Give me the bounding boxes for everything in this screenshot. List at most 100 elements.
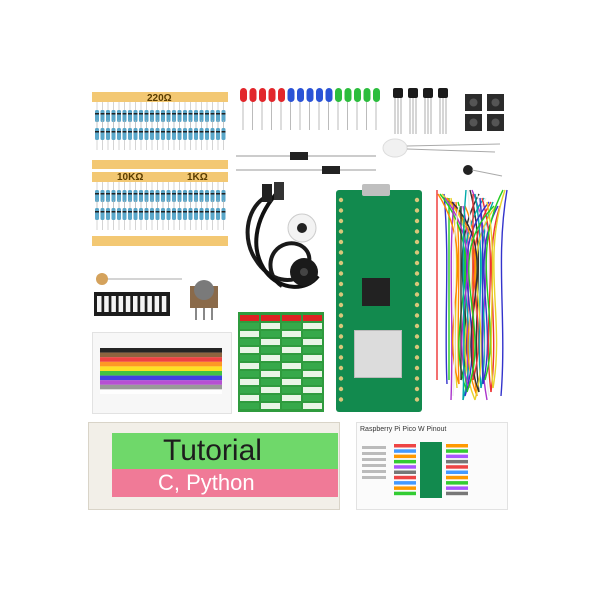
resistor-body: [111, 208, 116, 220]
pinout-tag-left: [394, 459, 416, 464]
legend-line: [362, 476, 386, 479]
resistor-band: [150, 113, 154, 115]
pico-pin: [338, 376, 344, 381]
pinout-cell: [240, 355, 259, 361]
resistor-band: [205, 193, 209, 195]
pinout-tag-right: [446, 491, 468, 496]
pinout-cell: [261, 395, 280, 401]
pinout-tag-left: [394, 486, 416, 490]
pico-pin: [414, 250, 420, 255]
resistor-body: [122, 128, 127, 140]
diodes: [236, 152, 376, 174]
resistor-band: [216, 113, 220, 115]
resistor-band: [95, 113, 99, 115]
pinout-cell: [240, 347, 259, 353]
led: [240, 88, 247, 102]
pico-pin: [338, 260, 344, 266]
resistor-band: [139, 211, 143, 213]
pinout-cell: [240, 339, 259, 345]
pinout-cell: [282, 347, 301, 353]
pico-usb-port: [362, 184, 390, 196]
pinout-tag-right: [446, 470, 468, 474]
pico-pin: [338, 386, 344, 392]
pinout-tag-right: [446, 454, 468, 459]
color-code-row: [100, 366, 222, 371]
resistor-band: [221, 113, 226, 115]
resistor-band: [106, 193, 110, 195]
resistor-band: [161, 131, 165, 133]
transistor: [423, 88, 433, 98]
resistor-band: [122, 211, 127, 213]
resistor-band: [155, 113, 160, 115]
led: [363, 88, 371, 102]
pico-pin: [338, 344, 344, 350]
pinout-cell: [261, 315, 280, 321]
resistor-body: [150, 208, 154, 220]
pinout-board: [420, 442, 442, 498]
led: [249, 88, 257, 102]
pinout-tag-right: [446, 444, 468, 448]
pinout-cell: [261, 371, 280, 377]
tutorial-subtitle: C, Python: [158, 470, 255, 495]
led-bar-segment: [147, 296, 152, 312]
legend-line: [362, 464, 386, 467]
transistor: [393, 88, 403, 98]
transistor: [408, 88, 418, 98]
resistor-band: [172, 113, 176, 115]
resistor-band: [177, 193, 182, 195]
pinout-cell: [282, 315, 301, 321]
resistor-body: [216, 208, 220, 220]
led: [325, 88, 333, 102]
resistor-band: [100, 211, 105, 213]
color-code-row: [100, 375, 222, 381]
jumper-wire: [444, 197, 470, 389]
resistor-body: [161, 128, 165, 140]
jumper-wire: [486, 201, 494, 389]
led-bar-segment: [118, 296, 124, 312]
pinout-cell: [261, 379, 280, 385]
resistor-band: [139, 113, 143, 115]
resistor-band: [199, 193, 204, 195]
color-code-row: [100, 389, 222, 394]
pico-pin: [414, 197, 420, 203]
color-code-row: [100, 371, 222, 376]
resistor-body: [210, 208, 215, 220]
resistor-band: [183, 113, 187, 115]
resistor-body: [144, 128, 149, 140]
pico-pin: [414, 376, 420, 381]
resistor-body: [172, 128, 176, 140]
transistor-row: [393, 88, 448, 134]
resistor-band: [150, 193, 154, 195]
resistor-band: [172, 193, 176, 195]
jumper-wire: [452, 205, 460, 397]
pico-rp2040-chip: [362, 278, 390, 306]
resistor-band: [205, 131, 209, 133]
resistor-band: [221, 211, 226, 213]
thermistor: [463, 165, 473, 175]
pinout-cell: [240, 315, 259, 321]
resistor-band: [122, 131, 127, 133]
pico-pin: [414, 292, 420, 297]
pinout-cell: [261, 331, 280, 337]
pinout-cell: [261, 363, 280, 369]
resistor-band: [216, 131, 220, 133]
resistor-band: [117, 193, 121, 195]
led-bar-segment: [161, 296, 167, 312]
color-code-row: [100, 384, 222, 390]
pico-pin: [338, 271, 344, 276]
resistor-band: [139, 131, 143, 133]
resistor-body: [128, 208, 132, 220]
led-bar-segment: [111, 296, 116, 312]
pico-pin: [338, 250, 344, 255]
color-code-row: [100, 357, 222, 362]
pinout-cell: [261, 387, 280, 393]
jumper-wire: [484, 189, 504, 381]
resistor-band: [161, 193, 165, 195]
resistor-body: [216, 128, 220, 140]
resistor-body: [100, 128, 105, 140]
resistor-band: [128, 211, 132, 213]
resistor-body: [139, 208, 143, 220]
resistor-band: [194, 113, 198, 115]
pinout-cell: [303, 403, 322, 409]
pinout-table-grid: [240, 315, 322, 409]
